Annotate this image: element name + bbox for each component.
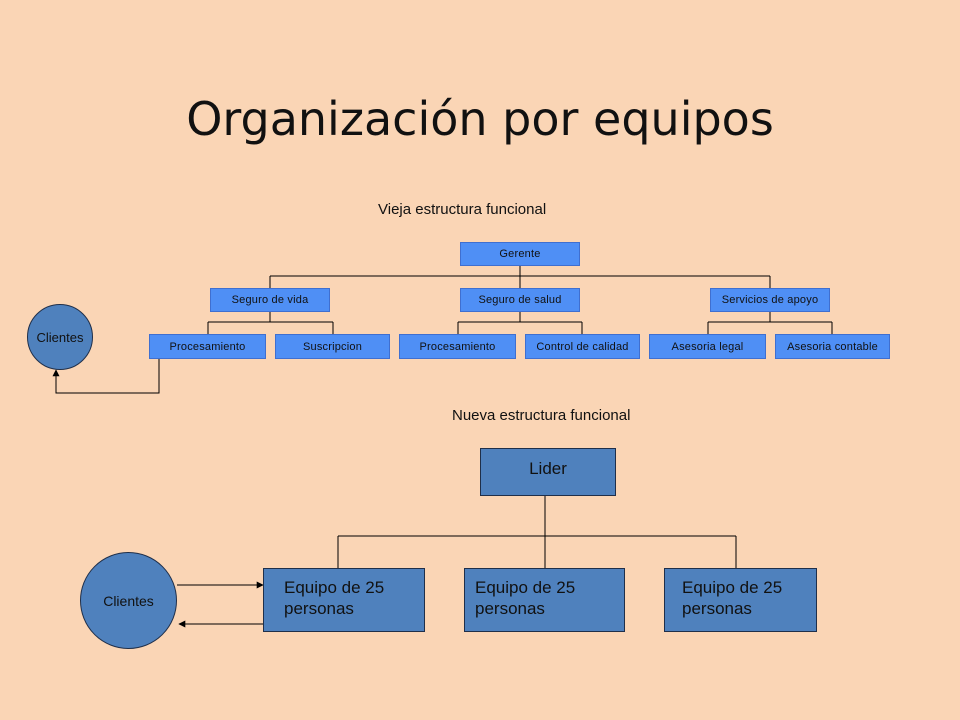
- department-box: Servicios de apoyo: [710, 288, 830, 312]
- department-box: Seguro de vida: [210, 288, 330, 312]
- team-box: Equipo de 25 personas: [664, 568, 817, 632]
- old-structure-caption: Vieja estructura funcional: [378, 201, 547, 218]
- new-structure-caption: Nueva estructura funcional: [452, 407, 631, 424]
- clients-circle-new: Clientes: [80, 552, 177, 649]
- manager-box: Gerente: [460, 242, 580, 266]
- clients-circle-old: Clientes: [27, 304, 93, 370]
- department-box: Seguro de salud: [460, 288, 580, 312]
- team-box: Equipo de 25 personas: [464, 568, 625, 632]
- unit-box: Procesamiento: [149, 334, 266, 359]
- slide-title: Organización por equipos: [186, 92, 774, 146]
- unit-box: Procesamiento: [399, 334, 516, 359]
- clients-label: Clientes: [103, 592, 154, 609]
- unit-box: Asesoria contable: [775, 334, 890, 359]
- unit-box: Asesoria legal: [649, 334, 766, 359]
- team-label: Equipo de 25 personas: [284, 578, 385, 618]
- team-label: Equipo de 25 personas: [682, 578, 783, 618]
- unit-box: Control de calidad: [525, 334, 640, 359]
- clients-label: Clientes: [36, 329, 84, 345]
- leader-label: Lider: [529, 459, 567, 478]
- leader-box: Lider: [480, 448, 616, 496]
- unit-box: Suscripcion: [275, 334, 390, 359]
- team-label: Equipo de 25 personas: [475, 578, 576, 618]
- team-box: Equipo de 25 personas: [263, 568, 425, 632]
